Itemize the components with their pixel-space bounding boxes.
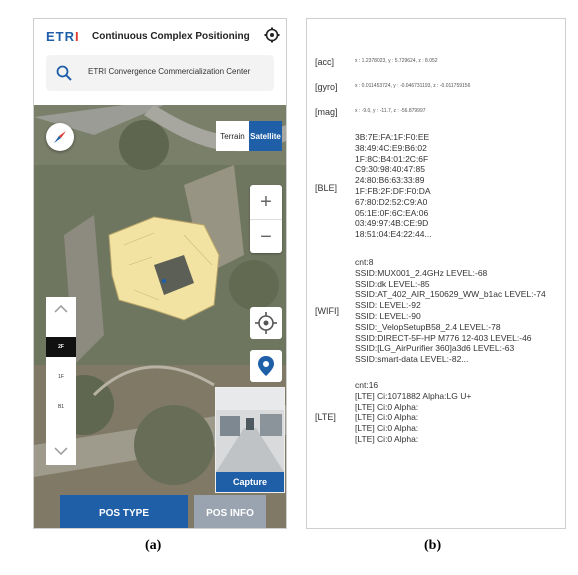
list-item: 38:49:4C:E9:B6:02 <box>355 142 427 153</box>
list-item: SSID:[LG_AirPurifier 360]a3d6 LEVEL:-63 <box>355 343 515 354</box>
floor-1f-button[interactable]: 1F <box>58 374 64 380</box>
satellite-button[interactable]: Satellite <box>249 121 282 151</box>
crosshair-location-icon <box>255 312 277 334</box>
list-item: SSID:AT_402_AIR_150629_WW_b1ac LEVEL:-74 <box>355 289 546 300</box>
list-item: 1F:FB:2F:DF:F0:DA <box>355 185 431 196</box>
list-item: SSID:DIRECT-5F-HP M776 12-403 LEVEL:-46 <box>355 332 532 343</box>
zoom-control: + − <box>250 185 282 253</box>
chevron-down-icon[interactable] <box>53 445 69 457</box>
list-item: 05:1E:0F:6C:EA:06 <box>355 207 429 218</box>
list-item: 1F:8C:B4:01:2C:6F <box>355 153 429 164</box>
mag-value: x : -9.0, y : -11.7, z : -56.879997 <box>355 108 426 114</box>
mag-label: [mag] <box>315 107 338 117</box>
chevron-up-icon[interactable] <box>53 303 69 315</box>
acc-label: [acc] <box>315 57 335 67</box>
list-item: 18:51:04:E4:22:44... <box>355 229 432 240</box>
compass-button[interactable] <box>46 123 74 151</box>
app-header: ETRI Continuous Complex Positioning ETRI… <box>34 19 286 105</box>
list-item: SSID:dk LEVEL:-85 <box>355 278 430 289</box>
list-item: [LTE] Ci:0 Alpha: <box>355 412 419 423</box>
search-icon[interactable] <box>56 65 72 81</box>
zoom-out-button[interactable]: − <box>250 219 282 254</box>
list-item: cnt:16 <box>355 380 379 390</box>
app-screen-positioning: ETRI Continuous Complex Positioning ETRI… <box>33 18 287 529</box>
list-item: 67:80:D2:52:C9:A0 <box>355 196 428 207</box>
list-item: cnt:8 <box>355 257 374 267</box>
list-item: C9:30:98:40:47:85 <box>355 164 425 175</box>
list-item: SSID:MUX001_2.4GHz LEVEL:-68 <box>355 267 488 278</box>
list-item: [LTE] Ci:0 Alpha: <box>355 401 419 412</box>
sensor-info-screen: [acc] x : 1.2378023, y : 5.729624, z : 8… <box>306 18 566 529</box>
list-item: [LTE] Ci:0 Alpha: <box>355 433 419 444</box>
floor-selector: 2F 1F B1 <box>46 297 76 465</box>
position-marker-button[interactable] <box>250 350 282 382</box>
list-item: SSID: LEVEL:-90 <box>355 310 421 321</box>
settings-gear-icon[interactable] <box>264 27 280 43</box>
terrain-button[interactable]: Terrain <box>216 121 249 151</box>
camera-feed-image <box>216 388 284 472</box>
caption-b: (b) <box>424 538 442 553</box>
pos-type-button[interactable]: POS TYPE <box>60 495 188 528</box>
map-type-toggle: Terrain Satellite <box>216 121 282 151</box>
my-location-button[interactable] <box>250 307 282 339</box>
camera-preview[interactable]: Capture <box>215 387 285 493</box>
ble-list: 3B:7E:FA:1F:F0:EE 38:49:4C:E9:B6:02 1F:8… <box>355 132 432 240</box>
lte-label: [LTE] <box>315 412 336 422</box>
etri-logo: ETRI <box>46 29 80 44</box>
list-item: 24:80:B6:63:33:89 <box>355 175 425 186</box>
list-item: [LTE] Ci:0 Alpha: <box>355 423 419 434</box>
gyro-value: x : 0.011453724, y : -0.046731193, z : -… <box>355 83 471 89</box>
app-title: Continuous Complex Positioning <box>92 31 250 42</box>
list-item: 03:49:97:4B:CE:9D <box>355 218 429 229</box>
caption-a: (a) <box>145 538 162 553</box>
floor-b1-button[interactable]: B1 <box>57 404 65 410</box>
gyro-label: [gyro] <box>315 82 338 92</box>
list-item: SSID:smart-data LEVEL:-82... <box>355 354 469 365</box>
compass-icon <box>54 131 66 143</box>
pos-info-button[interactable]: POS INFO <box>194 495 266 528</box>
wifi-label: [WIFI] <box>315 306 339 316</box>
list-item: SSID:_VelopSetupB58_2.4 LEVEL:-78 <box>355 321 501 332</box>
acc-value: x : 1.2378023, y : 5.729624, z : 8.052 <box>355 58 438 64</box>
search-input[interactable]: ETRI Convergence Commercialization Cente… <box>88 67 251 76</box>
capture-button[interactable]: Capture <box>216 472 284 492</box>
list-item: [LTE] Ci:1071882 Alpha:LG U+ <box>355 390 472 401</box>
lte-list: cnt:16 [LTE] Ci:1071882 Alpha:LG U+ [LTE… <box>355 380 471 445</box>
list-item: 3B:7E:FA:1F:F0:EE <box>355 132 430 142</box>
floor-2f-button[interactable]: 2F <box>46 337 76 357</box>
wifi-list: cnt:8 SSID:MUX001_2.4GHz LEVEL:-68 SSID:… <box>355 257 546 365</box>
map-pin-icon <box>258 356 274 376</box>
list-item: SSID: LEVEL:-92 <box>355 300 421 311</box>
search-bar[interactable]: ETRI Convergence Commercialization Cente… <box>46 55 274 91</box>
satellite-map[interactable]: Terrain Satellite + − 2F 1F B1 <box>34 105 286 528</box>
zoom-in-button[interactable]: + <box>260 190 272 213</box>
ble-label: [BLE] <box>315 183 338 193</box>
